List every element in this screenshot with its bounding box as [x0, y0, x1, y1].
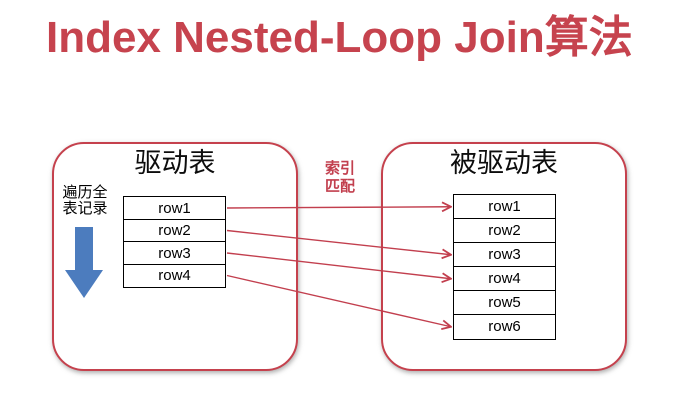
traverse-all-rows-label: 遍历全 表记录 — [56, 185, 114, 217]
down-arrow-icon — [65, 227, 103, 298]
table-row: row6 — [453, 314, 556, 340]
table-row: row3 — [453, 242, 556, 268]
table-row: row2 — [123, 218, 226, 243]
index-match-label: 索引 匹配 — [306, 160, 374, 196]
table-row: row5 — [453, 290, 556, 316]
traverse-label-line2: 表记录 — [62, 200, 108, 217]
table-row: row3 — [123, 241, 226, 265]
page-title: Index Nested-Loop Join算法 — [46, 13, 633, 62]
table-row: row1 — [453, 194, 556, 220]
table-row: row1 — [123, 196, 226, 220]
index-match-line1: 索引 — [324, 160, 355, 177]
down-arrow-head — [65, 270, 103, 298]
traverse-label-line1: 遍历全 — [62, 184, 108, 201]
down-arrow-shaft — [75, 227, 93, 270]
table-row: row4 — [123, 263, 226, 288]
index-match-line2: 匹配 — [324, 178, 355, 195]
table-row: row2 — [453, 218, 556, 244]
table-row: row4 — [453, 266, 556, 292]
driving-table-title: 驱动表 — [134, 148, 216, 178]
driven-table-title: 被驱动表 — [450, 148, 558, 178]
